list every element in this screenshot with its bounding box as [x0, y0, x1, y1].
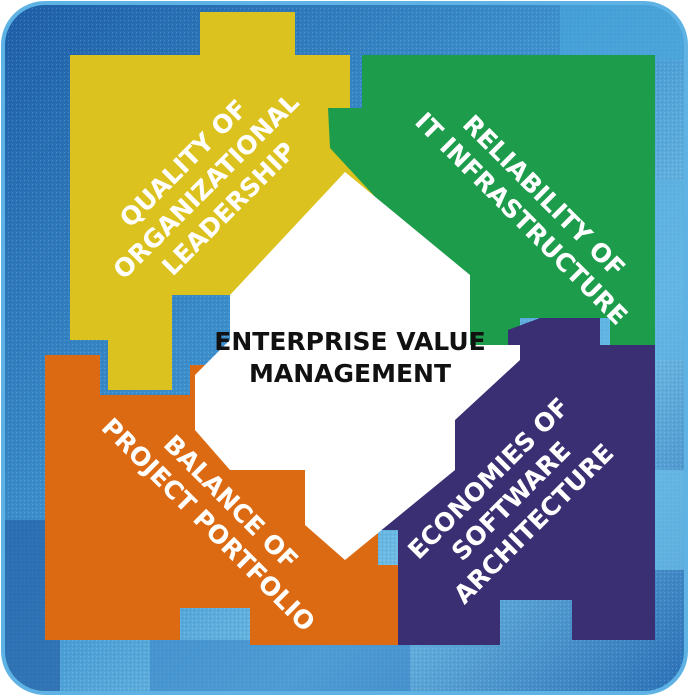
center-value-piece — [195, 172, 520, 560]
puzzle-piece-leadership — [70, 12, 378, 390]
center-label-line-1: ENTERPRISE VALUE — [214, 327, 485, 356]
center-label-line-2: MANAGEMENT — [249, 359, 451, 388]
puzzle-piece-project-portfolio — [45, 355, 398, 645]
